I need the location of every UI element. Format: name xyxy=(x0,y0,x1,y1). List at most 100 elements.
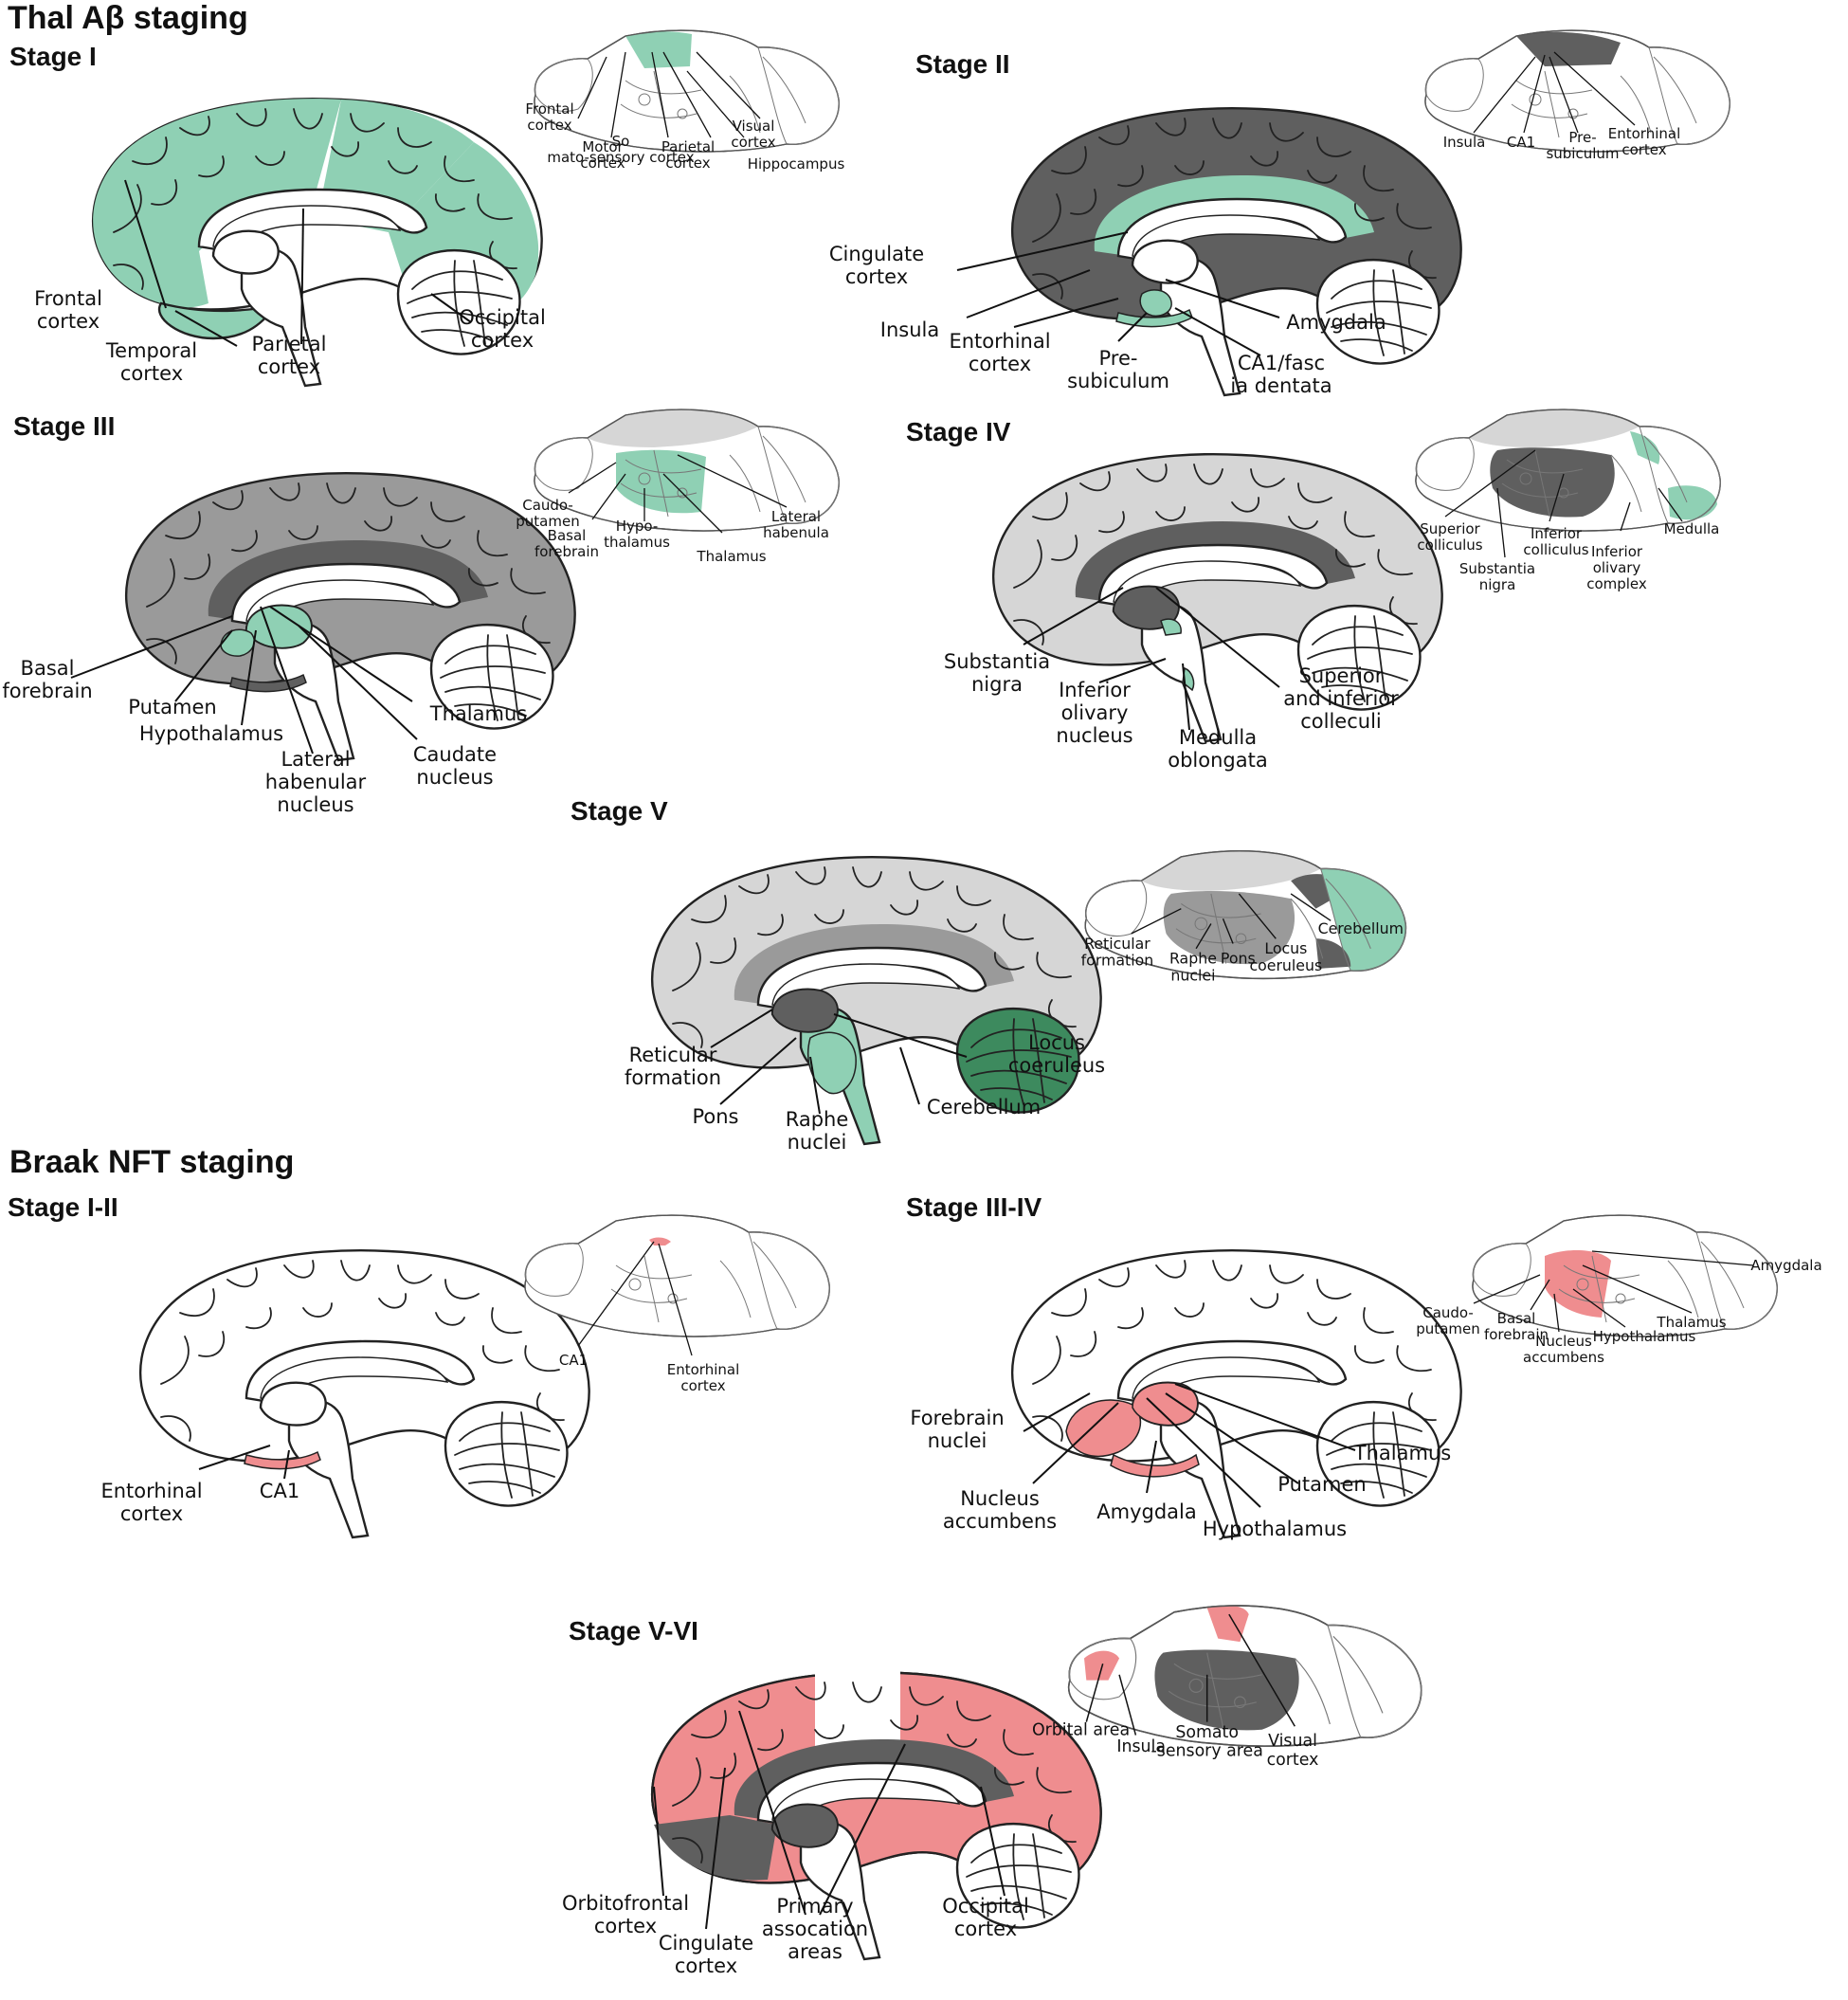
cingulate-region xyxy=(734,924,1014,1005)
braak-stage-34-title: Stage III-IV xyxy=(906,1192,1042,1222)
thal-stage-1-title: Stage I xyxy=(9,42,97,71)
thal-stage-5-mouse-leaders xyxy=(1131,893,1332,950)
thal-stage-2-label-insula: Insula xyxy=(880,318,939,341)
braak-stage-12-label-ca1: CA1 xyxy=(260,1480,299,1502)
cingulate-region xyxy=(208,540,488,621)
thal-stage-3-label-thalamus: Thalamus xyxy=(429,702,527,725)
mouse-medulla-highlight xyxy=(1668,485,1717,520)
thal-stage-5-mouse-pons: Pons xyxy=(1221,950,1256,968)
ventricle xyxy=(1113,560,1302,609)
thal-stage-2-mouse-ca1: CA1 xyxy=(1507,134,1535,151)
pons-highlight xyxy=(806,1031,857,1095)
braak-heading: Braak NFT staging xyxy=(9,1144,295,1180)
braak-stage-56-mouse-insula: Insula xyxy=(1116,1737,1166,1756)
basal-highlight xyxy=(220,628,255,657)
mouse-colliculus-highlight xyxy=(1630,431,1660,464)
cerebellum xyxy=(429,623,554,730)
braak-stage-56-title: Stage V-VI xyxy=(569,1616,698,1645)
braak-stage-34-mouse-caudo: Caudo-putamen xyxy=(1416,1304,1479,1337)
cingulate-region xyxy=(1094,175,1374,256)
braak-stage-34-label-hypothalamus: Hypothalamus xyxy=(1203,1518,1347,1540)
thal-stage-4-mouse-leaders xyxy=(1444,449,1683,558)
braak-stage-12-mouse-ca1: CA1 xyxy=(559,1352,588,1369)
ventricle xyxy=(212,205,402,254)
braak-stage-56-mouse-brain: Orbital area Insula Somato-sensory area … xyxy=(1032,1605,1422,1770)
thalamus xyxy=(259,1381,327,1427)
thalamus xyxy=(211,229,280,275)
thalamus xyxy=(1131,239,1199,284)
thal-stage-3-mouse-thalamus: Thalamus xyxy=(696,548,766,565)
cerebellum xyxy=(1315,1400,1440,1507)
thalamus-dark xyxy=(771,1804,839,1848)
ventricle xyxy=(771,963,961,1012)
thal-stage-2-label-presubiculum: Pre-subiculum xyxy=(1067,347,1169,392)
braak-stage-34-mouse-amygdala: Amygdala xyxy=(1750,1257,1821,1274)
cerebellum xyxy=(955,1822,1080,1929)
braak-stage-12-human-leaders xyxy=(198,1445,290,1480)
braak-stage-56-human-leaders xyxy=(653,1710,1006,1930)
thal-stage-5-mouse-cerebellum: Cerebellum xyxy=(1318,919,1404,937)
braak-stage-34-human-leaders xyxy=(1023,1383,1356,1508)
cingulate-region xyxy=(1075,521,1355,602)
thal-stage-2-mouse-insula: Insula xyxy=(1443,134,1486,151)
cerebellum xyxy=(1315,258,1440,365)
braak-stage-56-mouse-leaders xyxy=(1085,1613,1295,1736)
mouse-cortex-light xyxy=(1141,850,1321,891)
cingulate-region xyxy=(734,1739,1014,1820)
braak-stage-34-label-thalamus: Thalamus xyxy=(1353,1442,1451,1464)
braak-stage-34-label-putamen: Putamen xyxy=(1277,1473,1366,1496)
ventricle xyxy=(771,1778,961,1827)
thal-stage-5-label-pons: Pons xyxy=(692,1105,738,1128)
thalamus-dark xyxy=(1113,586,1180,630)
braak-stage-12-mouse-leaders xyxy=(577,1241,693,1356)
cerebellum xyxy=(396,248,521,355)
thal-stage-2-mouse-presubiculum: Pre-subiculum xyxy=(1546,129,1619,162)
ventricle xyxy=(245,579,435,628)
ventricle xyxy=(1132,214,1321,264)
thal-stage-2-label-amygdala: Amygdala xyxy=(1286,311,1386,334)
mouse-cortex-light xyxy=(1469,409,1640,447)
mouse-ca1-highlight xyxy=(649,1237,671,1245)
braak-stage-12-title: Stage I-II xyxy=(8,1192,118,1222)
thal-stage-5-label-cerebellum: Cerebellum xyxy=(927,1096,1041,1118)
mouse-mid-dark xyxy=(1154,1649,1299,1731)
forebrain-highlight xyxy=(1065,1399,1142,1458)
thal-stage-1-mouse-hippocampus: Hippocampus xyxy=(748,155,845,173)
